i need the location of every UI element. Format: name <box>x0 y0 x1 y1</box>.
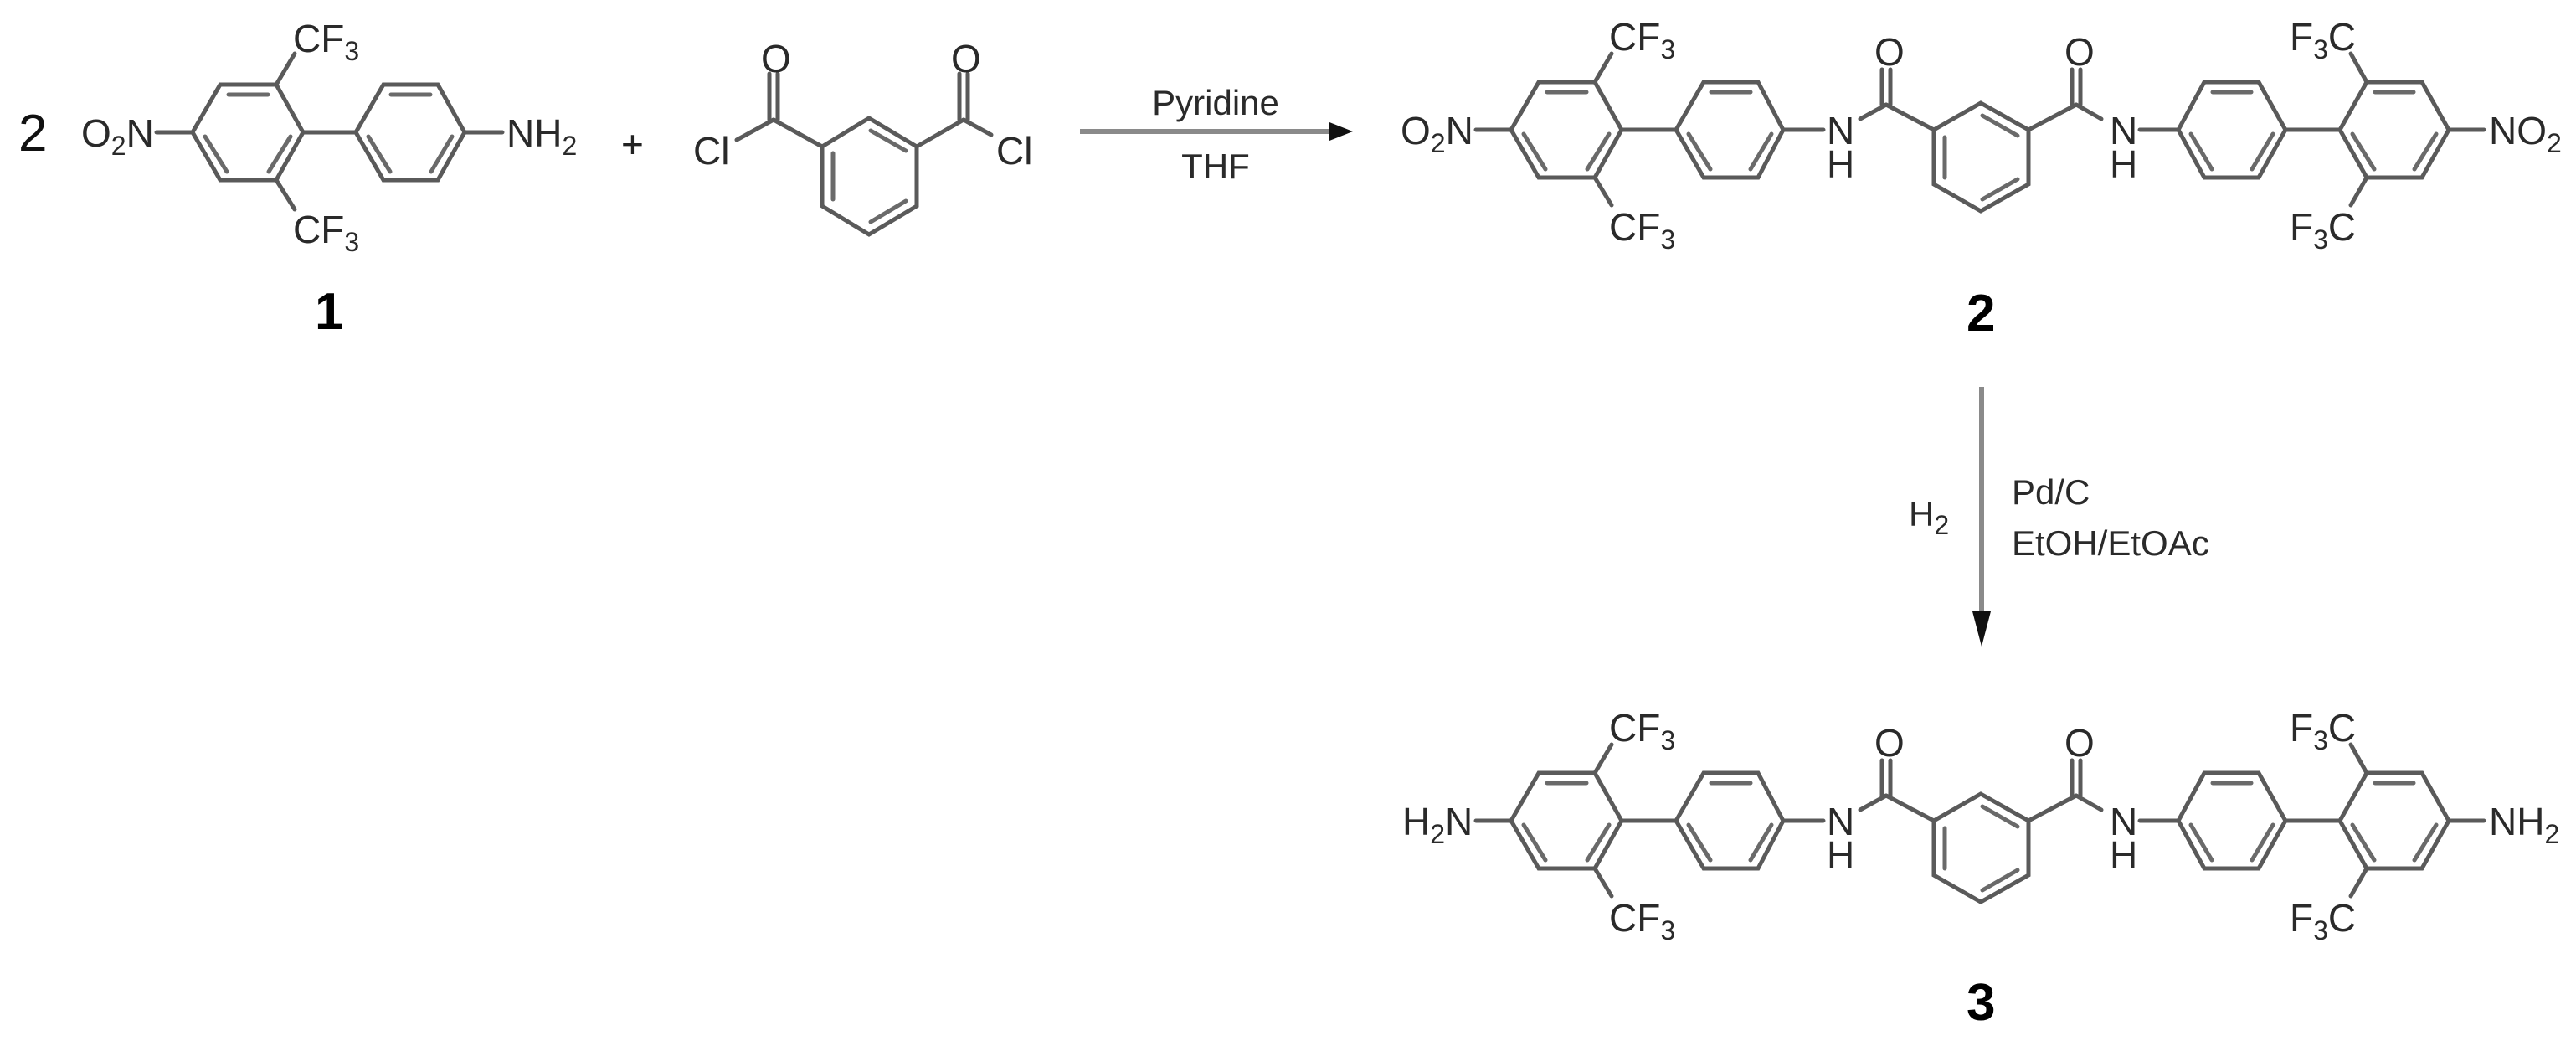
cf3-group: F3C <box>2290 706 2356 755</box>
cf3-group: F3C <box>2290 205 2356 255</box>
benzene-ring <box>1931 791 2031 904</box>
benzene-ring <box>1674 80 1786 180</box>
compound-label-1: 1 <box>315 283 343 341</box>
plus-sign: + <box>621 122 644 166</box>
chlorine-atom: Cl <box>693 129 729 173</box>
compound-1: O2N CF3 CF3 NH2 1 <box>81 17 577 341</box>
reaction-arrow-step-2: H2 Pd/C EtOH/EtOAc <box>1909 387 2209 647</box>
reagent-pyridine: Pyridine <box>1152 83 1279 122</box>
benzene-ring <box>2337 770 2451 871</box>
cf3-group: CF3 <box>1609 15 1675 64</box>
benzene-ring <box>2176 770 2288 871</box>
cf3-group: CF3 <box>1609 706 1675 755</box>
nh-nitrogen: N <box>2110 800 2137 843</box>
reagent-hydrogen: H2 <box>1909 494 1949 540</box>
compound-label-2: 2 <box>1967 285 1995 343</box>
benzene-ring <box>820 116 919 237</box>
isophthaloyl-chloride: Cl O O Cl <box>693 37 1032 237</box>
nh-nitrogen: N <box>1827 800 1854 843</box>
benzene-ring <box>1931 100 2031 214</box>
reaction-arrow-step-1: Pyridine THF <box>1080 83 1353 186</box>
carbonyl-oxygen: O <box>2064 721 2095 765</box>
nh-nitrogen: N <box>1827 109 1854 152</box>
stoichiometric-coefficient: 2 <box>18 105 47 162</box>
benzene-ring <box>2337 80 2451 180</box>
nh-hydrogen: H <box>1827 142 1854 186</box>
nitro-group: O2N <box>1401 109 1473 158</box>
cf3-group: F3C <box>2290 896 2356 946</box>
amino-group: NH2 <box>506 111 577 161</box>
nh-nitrogen: N <box>2110 109 2137 152</box>
nitro-group: NO2 <box>2489 109 2562 158</box>
solvent-thf: THF <box>1181 147 1250 186</box>
carbonyl-oxygen: O <box>1874 30 1905 74</box>
benzene-ring <box>1509 770 1624 871</box>
compound-2: O2N CF3 CF3 N H O O N H <box>1401 15 2562 343</box>
oxygen-atom: O <box>761 37 791 80</box>
compound-3: H2N CF3 CF3 N H O O N H <box>1402 706 2559 1032</box>
benzene-ring <box>1509 80 1624 180</box>
cf3-group: CF3 <box>293 208 359 257</box>
cf3-group: CF3 <box>1609 896 1675 946</box>
amino-group: H2N <box>1402 800 1473 849</box>
benzene-ring <box>1674 770 1786 871</box>
benzene-ring <box>190 82 306 183</box>
benzene-ring <box>353 82 467 183</box>
cf3-group: CF3 <box>293 17 359 66</box>
solvent-etoh-etoac: EtOH/EtOAc <box>2012 523 2209 563</box>
amino-group: NH2 <box>2489 800 2559 849</box>
nh-hydrogen: H <box>1827 833 1854 877</box>
compound-label-3: 3 <box>1967 974 1995 1032</box>
cf3-group: F3C <box>2290 15 2356 64</box>
nh-hydrogen: H <box>2110 142 2137 186</box>
carbonyl-oxygen: O <box>1874 721 1905 765</box>
catalyst-pd-c: Pd/C <box>2012 472 2090 512</box>
chlorine-atom: Cl <box>996 129 1032 173</box>
nh-hydrogen: H <box>2110 833 2137 877</box>
nitro-group: O2N <box>81 111 154 161</box>
carbonyl-oxygen: O <box>2064 30 2095 74</box>
cf3-group: CF3 <box>1609 205 1675 255</box>
oxygen-atom: O <box>951 37 981 80</box>
benzene-ring <box>2176 80 2288 180</box>
